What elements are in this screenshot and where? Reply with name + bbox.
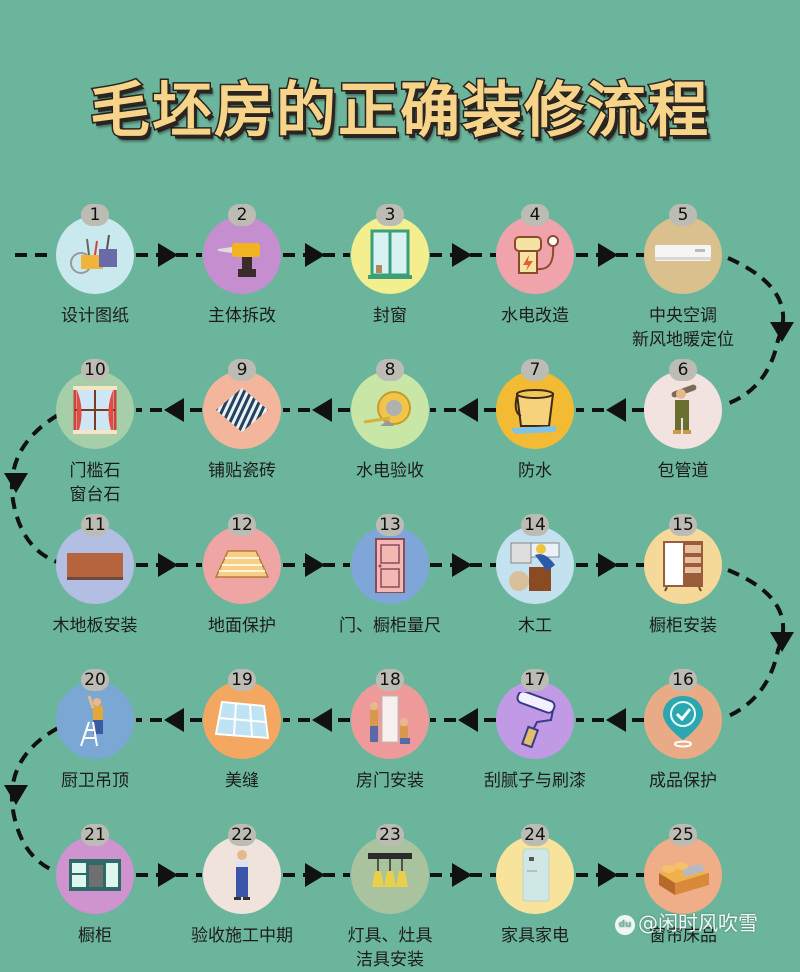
step-number-badge: 12 [228, 514, 256, 536]
design-tools-icon [56, 216, 134, 294]
step-number-badge: 9 [228, 359, 256, 381]
step-number-badge: 17 [521, 669, 549, 691]
step-number-badge: 19 [228, 669, 256, 691]
tile-icon [203, 371, 281, 449]
step-number-badge: 3 [376, 204, 404, 226]
curtain-window-icon [56, 371, 134, 449]
step-label: 包管道 [657, 461, 709, 481]
step-number-badge: 24 [521, 824, 549, 846]
step-label: 家具家电 [501, 926, 569, 946]
bucket-icon [496, 371, 574, 449]
step-number-badge: 20 [81, 669, 109, 691]
step-label: 成品保护 [649, 771, 717, 791]
watermark-text: @闲时风吹雪 [638, 911, 758, 935]
tile-grout-icon [203, 681, 281, 759]
step-label: 地面保护 [208, 616, 276, 636]
flow-connectors [4, 243, 794, 887]
step-number-badge: 6 [669, 359, 697, 381]
step-label: 美缝 [225, 771, 259, 791]
check-pin-icon [644, 681, 722, 759]
step-number-badge: 21 [81, 824, 109, 846]
step-number-badge: 11 [81, 514, 109, 536]
page-title: 毛坯房的正确装修流程 [89, 75, 710, 148]
step-number-badge: 16 [669, 669, 697, 691]
step-label: 中央空调新风地暖定位 [632, 306, 734, 350]
step-label: 门槛石窗台石 [69, 461, 121, 505]
power-drill-icon [203, 216, 281, 294]
door-install-icon [351, 681, 429, 759]
watermark: du@闲时风吹雪 [615, 907, 758, 936]
carpenter-icon [496, 526, 574, 604]
baidu-paw-icon: du [615, 914, 635, 935]
refrigerator-icon [496, 836, 574, 914]
step-label: 木工 [518, 616, 552, 636]
step-number-badge: 25 [669, 824, 697, 846]
step-label: 主体拆改 [208, 306, 276, 326]
step-number-badge: 18 [376, 669, 404, 691]
step-label: 橱柜安装 [649, 616, 717, 636]
window-icon [351, 216, 429, 294]
step-number-badge: 23 [376, 824, 404, 846]
step-label: 窗帘床品 [649, 926, 717, 946]
step-label: 橱柜 [78, 926, 112, 946]
step-number-badge: 13 [376, 514, 404, 536]
ladder-worker-icon [56, 681, 134, 759]
step-label: 木地板安装 [52, 616, 138, 636]
electric-outlet-icon [496, 216, 574, 294]
tape-measure-icon [351, 371, 429, 449]
step-label: 验收施工中期 [191, 926, 293, 946]
air-conditioner-icon [644, 216, 722, 294]
step-number-badge: 1 [81, 204, 109, 226]
step-number-badge: 4 [521, 204, 549, 226]
step-number-badge: 7 [521, 359, 549, 381]
step-label: 防水 [518, 461, 552, 481]
step-label: 水电改造 [501, 306, 569, 326]
step-label: 封窗 [373, 306, 407, 326]
step-label: 铺贴瓷砖 [208, 461, 276, 481]
step-number-badge: 5 [669, 204, 697, 226]
inspector-icon [203, 836, 281, 914]
step-number-badge: 2 [228, 204, 256, 226]
wood-floor-icon [56, 526, 134, 604]
kitchen-cabinet-icon [56, 836, 134, 914]
step-label: 门、橱柜量尺 [339, 616, 441, 636]
pendant-lights-icon [351, 836, 429, 914]
bed-icon [644, 836, 722, 914]
step-label: 房门安装 [356, 771, 424, 791]
step-number-badge: 15 [669, 514, 697, 536]
step-label: 水电验收 [356, 461, 424, 481]
step-number-badge: 14 [521, 514, 549, 536]
paint-roller-icon [496, 681, 574, 759]
step-label: 设计图纸 [61, 306, 129, 326]
step-label: 厨卫吊顶 [61, 771, 129, 791]
step-number-badge: 22 [228, 824, 256, 846]
floor-protection-icon [203, 526, 281, 604]
pipe-worker-icon [644, 371, 722, 449]
step-number-badge: 8 [376, 359, 404, 381]
door-icon [351, 526, 429, 604]
wardrobe-icon [644, 526, 722, 604]
step-label: 灯具、灶具洁具安装 [347, 926, 433, 970]
step-number-badge: 10 [81, 359, 109, 381]
step-label: 刮腻子与刷漆 [484, 771, 586, 791]
